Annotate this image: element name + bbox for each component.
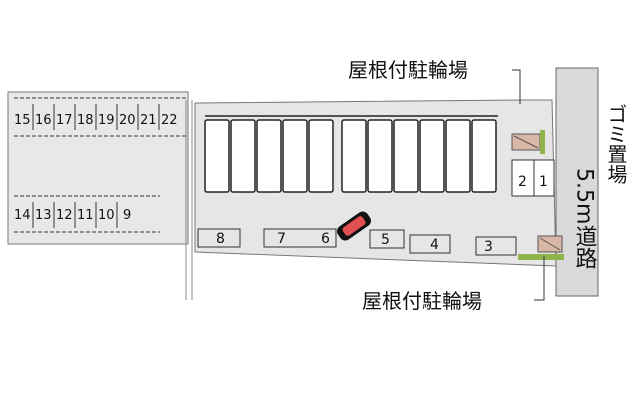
bike-shelter-bottom-mark xyxy=(539,237,561,251)
bike-shelter-bottom-label: 屋根付駐輪場 xyxy=(362,289,482,313)
space-20: 20 xyxy=(119,113,136,128)
space-19: 19 xyxy=(98,113,115,128)
space-21: 21 xyxy=(140,113,157,128)
space-5: 5 xyxy=(381,232,390,248)
garbage-area-label: ゴミ置場 xyxy=(604,104,628,184)
road-width-label: 5.5m xyxy=(572,168,597,224)
callout-top xyxy=(512,69,521,104)
space-15: 15 xyxy=(14,113,31,128)
building xyxy=(204,119,497,193)
space-16: 16 xyxy=(35,113,52,128)
space-14: 14 xyxy=(14,208,31,223)
left-parking-lot xyxy=(7,91,189,245)
hedge-top xyxy=(540,130,545,154)
space-8: 8 xyxy=(216,231,225,247)
car-icon xyxy=(337,211,371,241)
space-11: 11 xyxy=(77,208,94,223)
left-bottom-dividers xyxy=(32,202,118,228)
space-4: 4 xyxy=(430,237,439,253)
space-22: 22 xyxy=(161,113,178,128)
bike-shelter-top-label: 屋根付駐輪場 xyxy=(348,58,468,82)
space-3: 3 xyxy=(484,239,493,255)
left-lot-top-row xyxy=(14,97,186,137)
space-10: 10 xyxy=(98,208,115,223)
road-name-label: 道路 xyxy=(572,225,598,269)
hedge-bottom xyxy=(518,254,564,260)
space-2: 2 xyxy=(518,174,527,190)
space-12: 12 xyxy=(56,208,73,223)
left-lot-bottom-row xyxy=(14,195,160,233)
space-7: 7 xyxy=(277,231,286,247)
space-17: 17 xyxy=(56,113,73,128)
space-13: 13 xyxy=(35,208,52,223)
callout-bottom xyxy=(534,256,545,301)
bottom-space-markings xyxy=(197,228,517,256)
space-6: 6 xyxy=(321,231,330,247)
left-top-dividers xyxy=(32,104,160,130)
space-18: 18 xyxy=(77,113,94,128)
space-1: 1 xyxy=(539,174,548,190)
space-9: 9 xyxy=(123,208,131,223)
bike-shelter-top-mark xyxy=(513,135,539,149)
space-1-box xyxy=(533,159,555,197)
